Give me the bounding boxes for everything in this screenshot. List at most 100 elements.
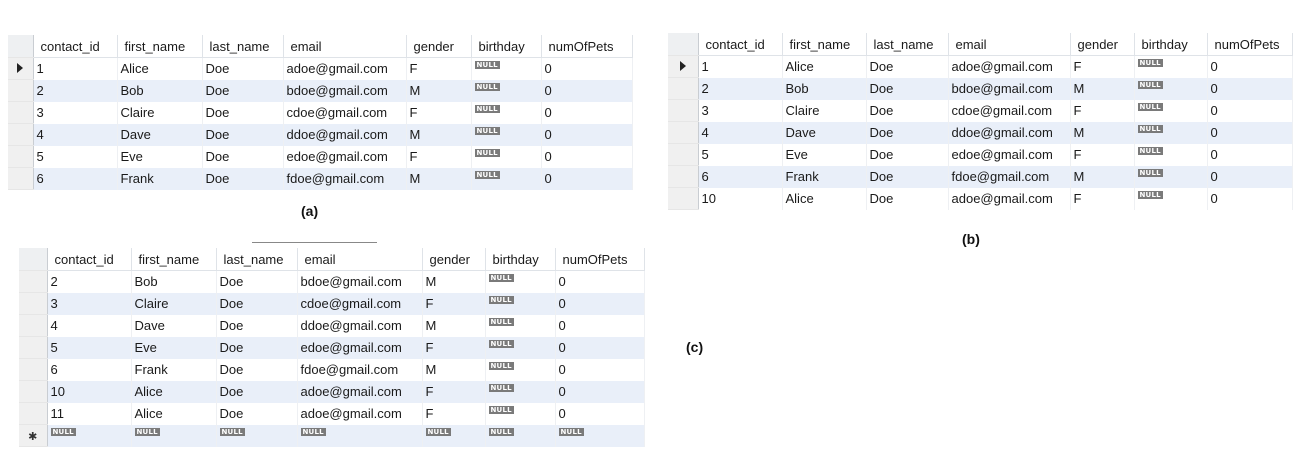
cell-contact_id[interactable]: 2: [47, 270, 132, 293]
cell-last_name[interactable]: Doe: [866, 165, 949, 188]
cell-birthday[interactable]: NULL: [1134, 121, 1208, 144]
cell-birthday[interactable]: NULL: [471, 79, 542, 102]
cell-email[interactable]: ddoe@gmail.com: [948, 121, 1071, 144]
cell-numOfPets[interactable]: 0: [1207, 165, 1293, 188]
cell-email[interactable]: adoe@gmail.com: [948, 55, 1071, 78]
column-header-gender[interactable]: gender: [422, 248, 486, 271]
cell-gender[interactable]: F: [406, 145, 472, 168]
cell-numOfPets[interactable]: 0: [1207, 143, 1293, 166]
cell-last_name[interactable]: Doe: [202, 79, 284, 102]
cell-gender[interactable]: F: [1070, 55, 1135, 78]
cell-last_name[interactable]: Doe: [202, 57, 284, 80]
cell-contact_id[interactable]: 2: [698, 77, 783, 100]
cell-contact_id[interactable]: 5: [698, 143, 783, 166]
cell-first_name[interactable]: Alice: [131, 402, 217, 425]
cell-contact_id[interactable]: 1: [33, 57, 118, 80]
row-selector[interactable]: [668, 187, 699, 210]
cell-email[interactable]: NULL: [297, 424, 423, 447]
column-header-numOfPets[interactable]: numOfPets: [541, 35, 633, 58]
row-selector[interactable]: [19, 358, 48, 381]
cell-first_name[interactable]: Eve: [117, 145, 203, 168]
cell-contact_id[interactable]: 6: [698, 165, 783, 188]
cell-last_name[interactable]: Doe: [866, 55, 949, 78]
cell-gender[interactable]: M: [422, 314, 486, 337]
cell-birthday[interactable]: NULL: [471, 145, 542, 168]
cell-numOfPets[interactable]: 0: [1207, 121, 1293, 144]
cell-email[interactable]: adoe@gmail.com: [948, 187, 1071, 210]
cell-first_name[interactable]: Bob: [131, 270, 217, 293]
column-header-email[interactable]: email: [948, 33, 1071, 56]
cell-email[interactable]: fdoe@gmail.com: [283, 167, 407, 190]
cell-last_name[interactable]: Doe: [216, 336, 298, 359]
cell-gender[interactable]: NULL: [422, 424, 486, 447]
cell-gender[interactable]: F: [406, 57, 472, 80]
row-selector[interactable]: [668, 165, 699, 188]
cell-contact_id[interactable]: 4: [698, 121, 783, 144]
cell-numOfPets[interactable]: 0: [555, 270, 645, 293]
cell-contact_id[interactable]: 3: [33, 101, 118, 124]
cell-birthday[interactable]: NULL: [485, 270, 556, 293]
cell-first_name[interactable]: NULL: [131, 424, 217, 447]
header-corner[interactable]: [8, 35, 34, 58]
cell-last_name[interactable]: Doe: [202, 145, 284, 168]
cell-email[interactable]: edoe@gmail.com: [297, 336, 423, 359]
column-header-last_name[interactable]: last_name: [216, 248, 298, 271]
cell-gender[interactable]: F: [1070, 187, 1135, 210]
cell-birthday[interactable]: NULL: [485, 358, 556, 381]
cell-numOfPets[interactable]: 0: [555, 292, 645, 315]
cell-first_name[interactable]: Eve: [131, 336, 217, 359]
cell-email[interactable]: cdoe@gmail.com: [297, 292, 423, 315]
cell-numOfPets[interactable]: 0: [541, 79, 633, 102]
cell-last_name[interactable]: Doe: [202, 101, 284, 124]
cell-birthday[interactable]: NULL: [471, 167, 542, 190]
cell-numOfPets[interactable]: 0: [555, 336, 645, 359]
cell-contact_id[interactable]: 3: [698, 99, 783, 122]
cell-gender[interactable]: M: [406, 123, 472, 146]
cell-last_name[interactable]: Doe: [216, 358, 298, 381]
row-selector[interactable]: [668, 77, 699, 100]
cell-gender[interactable]: F: [422, 336, 486, 359]
column-header-first_name[interactable]: first_name: [782, 33, 867, 56]
row-selector[interactable]: ✱: [19, 424, 48, 447]
cell-last_name[interactable]: Doe: [866, 121, 949, 144]
cell-numOfPets[interactable]: 0: [541, 101, 633, 124]
cell-birthday[interactable]: NULL: [471, 101, 542, 124]
cell-first_name[interactable]: Frank: [117, 167, 203, 190]
column-header-birthday[interactable]: birthday: [1134, 33, 1208, 56]
cell-birthday[interactable]: NULL: [485, 292, 556, 315]
column-header-first_name[interactable]: first_name: [117, 35, 203, 58]
cell-birthday[interactable]: NULL: [471, 57, 542, 80]
cell-first_name[interactable]: Alice: [782, 187, 867, 210]
cell-birthday[interactable]: NULL: [1134, 143, 1208, 166]
column-header-birthday[interactable]: birthday: [471, 35, 542, 58]
cell-first_name[interactable]: Claire: [117, 101, 203, 124]
cell-contact_id[interactable]: 5: [47, 336, 132, 359]
cell-gender[interactable]: F: [422, 292, 486, 315]
cell-email[interactable]: bdoe@gmail.com: [283, 79, 407, 102]
cell-last_name[interactable]: Doe: [216, 380, 298, 403]
cell-first_name[interactable]: Dave: [782, 121, 867, 144]
cell-first_name[interactable]: Alice: [782, 55, 867, 78]
cell-email[interactable]: fdoe@gmail.com: [297, 358, 423, 381]
cell-last_name[interactable]: Doe: [866, 187, 949, 210]
cell-gender[interactable]: F: [1070, 99, 1135, 122]
row-selector[interactable]: [8, 101, 34, 124]
cell-birthday[interactable]: NULL: [471, 123, 542, 146]
cell-gender[interactable]: M: [1070, 121, 1135, 144]
row-selector[interactable]: [668, 121, 699, 144]
row-selector[interactable]: [8, 79, 34, 102]
cell-numOfPets[interactable]: 0: [555, 380, 645, 403]
cell-email[interactable]: cdoe@gmail.com: [948, 99, 1071, 122]
cell-gender[interactable]: M: [1070, 165, 1135, 188]
cell-contact_id[interactable]: 10: [698, 187, 783, 210]
